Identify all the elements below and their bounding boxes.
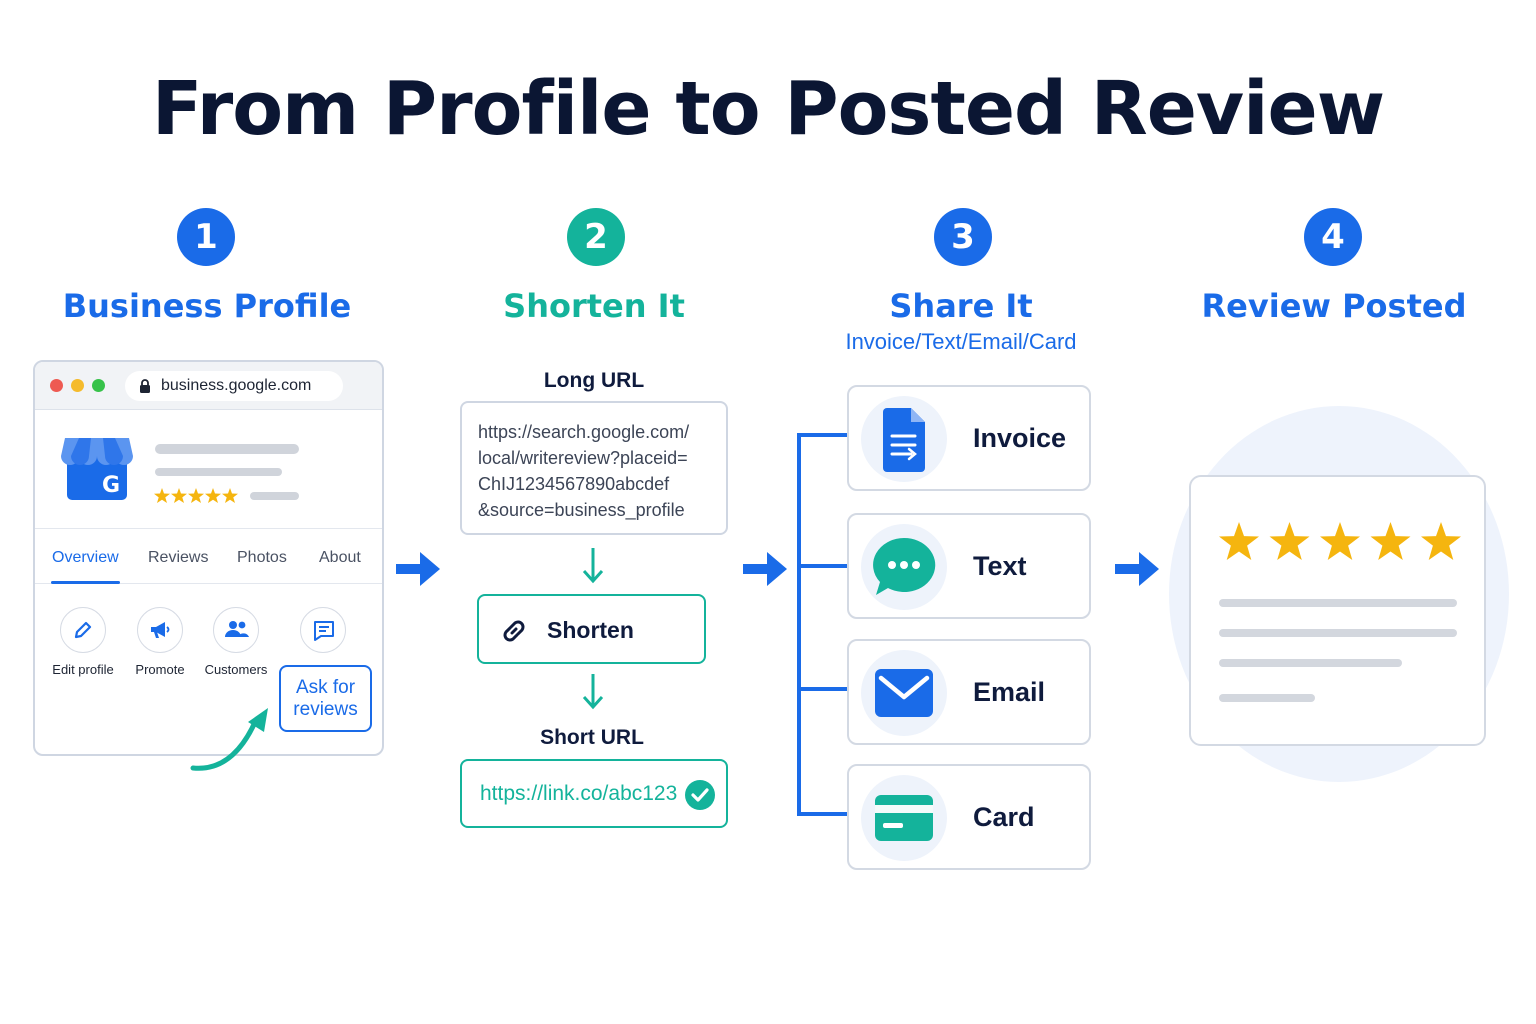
short-url-text: https://link.co/abc123 <box>480 782 678 805</box>
promote-label: Promote <box>135 662 185 677</box>
step-1-title: Business Profile <box>62 287 352 325</box>
minimize-window-dot[interactable] <box>71 379 84 392</box>
long-url-box: https://search.google.com/ local/writere… <box>460 401 728 535</box>
text-icon-halo <box>861 524 947 610</box>
business-profile-browser: business.google.com G Overview Reviews P… <box>33 360 384 756</box>
address-bar[interactable]: business.google.com <box>125 371 343 401</box>
review-star-icon <box>1370 522 1411 560</box>
review-count-placeholder <box>250 492 299 500</box>
invoice-icon-halo <box>861 396 947 482</box>
share-card-card[interactable]: Card <box>847 764 1091 870</box>
card-icon-halo <box>861 775 947 861</box>
long-url-line-4: &source=business_profile <box>478 500 685 520</box>
promote-button[interactable] <box>137 607 183 653</box>
shorten-button[interactable]: Shorten <box>477 594 706 664</box>
text-label: Text <box>973 551 1027 581</box>
flow-arrow-2-icon <box>743 552 787 586</box>
long-url-line-1: https://search.google.com/ <box>478 422 690 442</box>
step-4-badge: 4 <box>1304 208 1362 266</box>
step-3-title: Share It <box>889 287 1033 325</box>
share-invoice-card[interactable]: Invoice <box>847 385 1091 491</box>
pencil-icon <box>74 621 92 639</box>
message-icon <box>314 621 334 641</box>
people-icon <box>225 621 249 637</box>
review-text-line-2 <box>1219 629 1457 637</box>
long-url-label: Long URL <box>543 369 645 392</box>
browser-toolbar: business.google.com <box>35 362 382 410</box>
long-url-line-2: local/writereview?placeid= <box>478 448 688 468</box>
share-email-card[interactable]: Email <box>847 639 1091 745</box>
active-tab-indicator <box>51 581 120 584</box>
megaphone-icon <box>151 622 170 638</box>
envelope-icon <box>875 669 933 717</box>
down-arrow-1-icon <box>582 548 604 584</box>
chat-bubble-icon <box>873 537 936 595</box>
close-window-dot[interactable] <box>50 379 63 392</box>
invoice-icon <box>883 408 925 472</box>
profile-detail-placeholder <box>155 468 282 476</box>
rating-stars-icon <box>154 488 238 503</box>
invoice-label: Invoice <box>973 423 1067 453</box>
tab-reviews[interactable]: Reviews <box>148 549 209 566</box>
email-label: Email <box>973 677 1046 707</box>
ask-for-reviews-label-line1: Ask for <box>295 677 356 698</box>
step-3-badge: 3 <box>934 208 992 266</box>
profile-tabs: Overview Reviews Photos About <box>35 528 382 584</box>
review-star-icon <box>1421 522 1461 560</box>
curved-arrow-icon <box>190 708 268 771</box>
review-text-line-4 <box>1219 694 1315 702</box>
share-text-card[interactable]: Text <box>847 513 1091 619</box>
card-label: Card <box>973 802 1035 832</box>
review-star-icon <box>1269 522 1310 560</box>
link-icon <box>503 620 525 642</box>
customers-label: Customers <box>204 662 268 677</box>
check-circle-icon <box>685 780 715 810</box>
customers-button[interactable] <box>213 607 259 653</box>
flow-arrow-1-icon <box>396 552 440 586</box>
flow-arrow-3-icon <box>1115 552 1159 586</box>
step-2-badge: 2 <box>567 208 625 266</box>
maximize-window-dot[interactable] <box>92 379 105 392</box>
credit-card-icon <box>875 795 933 841</box>
email-icon-halo <box>861 650 947 736</box>
review-star-icon <box>1219 522 1259 560</box>
google-business-store-icon: G <box>61 438 133 500</box>
step-4-title: Review Posted <box>1201 287 1467 325</box>
review-star-icon <box>1320 522 1360 560</box>
review-text-line-3 <box>1219 659 1402 667</box>
address-text: business.google.com <box>161 377 312 394</box>
long-url-line-3: ChIJ1234567890abcdef <box>478 474 670 494</box>
step-2-title: Shorten It <box>503 287 685 325</box>
tab-about[interactable]: About <box>319 549 361 566</box>
down-arrow-2-icon <box>582 674 604 710</box>
svg-text:G: G <box>102 473 120 498</box>
review-stars <box>1219 522 1461 560</box>
edit-profile-label: Edit profile <box>52 662 114 677</box>
step-1-badge: 1 <box>177 208 235 266</box>
short-url-box[interactable]: https://link.co/abc123 <box>460 759 728 828</box>
tab-overview[interactable]: Overview <box>52 549 119 566</box>
ask-for-reviews-button[interactable]: Ask for reviews <box>279 665 372 732</box>
ask-for-reviews-label-line2: reviews <box>293 699 358 720</box>
share-bracket-connector <box>797 433 847 816</box>
edit-profile-button[interactable] <box>60 607 106 653</box>
review-text-line-1 <box>1219 599 1457 607</box>
profile-name-placeholder <box>155 444 299 454</box>
reviews-message-button[interactable] <box>300 607 346 653</box>
shorten-button-label: Shorten <box>547 617 634 643</box>
tab-photos[interactable]: Photos <box>237 549 287 566</box>
page-title: From Profile to Posted Review <box>151 66 1385 152</box>
short-url-label: Short URL <box>540 726 644 749</box>
step-3-subtitle: Invoice/Text/Email/Card <box>845 329 1077 354</box>
lock-icon <box>140 379 150 393</box>
posted-review-card <box>1189 475 1486 746</box>
